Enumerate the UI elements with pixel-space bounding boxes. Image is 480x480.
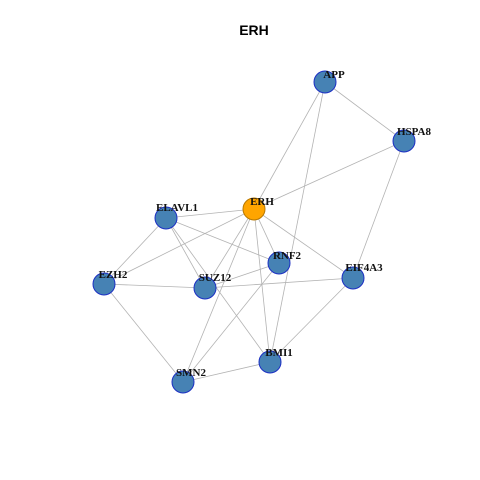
edge-erh-smn2 [182, 208, 255, 383]
node-elavl1: ELAVL1 [154, 202, 198, 230]
node-label-elavl1: ELAVL1 [156, 202, 198, 214]
edge-erh-eif4a3 [253, 208, 354, 279]
edge-hspa8-erh [253, 140, 405, 210]
node-rnf2: RNF2 [267, 250, 302, 275]
node-bmi1: BMI1 [258, 347, 293, 374]
edge-bmi1-smn2 [182, 361, 271, 383]
edge-hspa8-eif4a3 [352, 140, 405, 279]
node-label-app: APP [323, 69, 345, 81]
edge-app-bmi1 [269, 81, 326, 363]
edge-suz12-eif4a3 [204, 277, 354, 289]
edge-elavl1-suz12 [165, 217, 206, 289]
node-label-erh: ERH [250, 196, 274, 208]
edge-eif4a3-bmi1 [269, 277, 354, 363]
node-eif4a3: EIF4A3 [341, 262, 383, 290]
node-label-rnf2: RNF2 [273, 250, 302, 262]
node-circle-elavl1 [154, 206, 178, 230]
node-label-hspa8: HSPA8 [397, 126, 432, 138]
edge-elavl1-rnf2 [165, 217, 280, 264]
node-circle-ezh2 [92, 272, 116, 296]
edge-erh-bmi1 [253, 208, 271, 363]
node-hspa8: HSPA8 [392, 126, 432, 153]
edge-ezh2-suz12 [103, 283, 206, 289]
diagram-title: ERH [239, 22, 269, 38]
node-label-smn2: SMN2 [176, 367, 206, 379]
node-label-bmi1: BMI1 [265, 347, 293, 359]
edge-erh-suz12 [204, 208, 255, 289]
edge-app-hspa8 [324, 81, 405, 142]
node-circle-suz12 [193, 276, 217, 300]
node-erh: ERH [242, 196, 274, 221]
node-app: APP [313, 69, 345, 94]
edge-ezh2-smn2 [103, 283, 184, 383]
node-label-suz12: SUZ12 [199, 272, 232, 284]
node-ezh2: EZH2 [92, 269, 128, 296]
edge-elavl1-ezh2 [103, 217, 167, 285]
edge-rnf2-suz12 [204, 262, 280, 289]
edge-erh-elavl1 [165, 208, 255, 219]
node-circle-rnf2 [267, 251, 291, 275]
node-circle-erh [242, 197, 266, 221]
edge-elavl1-bmi1 [165, 217, 271, 363]
node-label-ezh2: EZH2 [99, 269, 128, 281]
edge-layer [103, 81, 405, 383]
node-circle-smn2 [171, 370, 195, 394]
node-circle-bmi1 [258, 350, 282, 374]
edge-erh-ezh2 [103, 208, 255, 285]
edge-rnf2-smn2 [182, 262, 280, 383]
edge-app-erh [253, 81, 326, 210]
node-circle-eif4a3 [341, 266, 365, 290]
node-circle-app [313, 70, 337, 94]
node-suz12: SUZ12 [193, 272, 232, 300]
node-circle-hspa8 [392, 129, 416, 153]
node-label-eif4a3: EIF4A3 [345, 262, 383, 274]
node-smn2: SMN2 [171, 367, 206, 394]
